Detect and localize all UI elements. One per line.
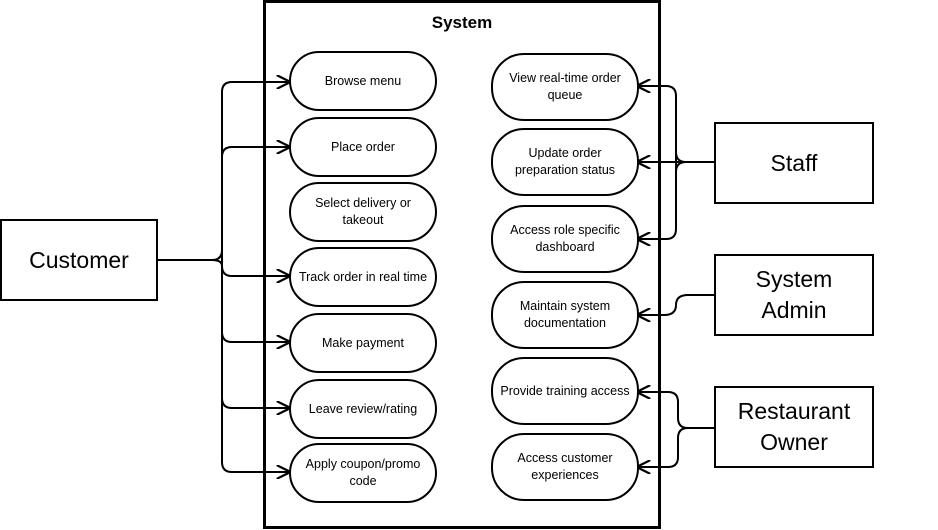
actor-system-admin: System Admin (714, 254, 874, 336)
customer-to-make-payment (221, 331, 289, 342)
actor-restaurant-owner-line1: Restaurant (737, 398, 851, 424)
actor-staff-label: Staff (770, 149, 818, 176)
use-case-customer-experiences: Access customer experiences (491, 433, 639, 501)
use-case-make-payment: Make payment (289, 313, 437, 373)
owner-to-training-access (638, 392, 689, 429)
use-case-browse-menu: Browse menu (289, 51, 437, 111)
customer-to-track-order (211, 259, 289, 276)
use-case-apply-coupon: Apply coupon/promo code (289, 443, 437, 503)
staff-to-view-queue (638, 86, 677, 162)
customer-to-place-order (221, 147, 289, 158)
staff-to-role-dashboard (638, 162, 677, 239)
system-boundary: System (263, 0, 661, 529)
use-case-place-order: Place order (289, 117, 437, 177)
actor-system-admin-line2: Admin (761, 297, 827, 323)
actor-staff: Staff (714, 122, 874, 204)
system-title: System (431, 13, 493, 32)
actor-customer: Customer (0, 219, 158, 301)
use-case-select-delivery: Select delivery or takeout (289, 182, 437, 242)
customer-to-apply-coupon (221, 461, 289, 472)
actor-customer-label: Customer (29, 246, 129, 273)
use-case-track-order: Track order in real time (289, 247, 437, 307)
owner-to-customer-experiences (638, 427, 689, 467)
use-case-role-dashboard: Access role specific dashboard (491, 205, 639, 273)
actor-restaurant-owner-line2: Owner (760, 429, 828, 455)
customer-to-browse-menu (211, 82, 289, 261)
use-case-leave-review: Leave review/rating (289, 379, 437, 439)
use-case-view-order-queue: View real-time order queue (491, 53, 639, 121)
actor-restaurant-owner: Restaurant Owner (714, 386, 874, 468)
admin-to-maintain-docs (638, 294, 715, 315)
use-case-training-access: Provide training access (491, 357, 639, 425)
actor-system-admin-line1: System (755, 266, 833, 292)
customer-to-leave-review (221, 397, 289, 408)
use-case-maintain-documentation: Maintain system documentation (491, 281, 639, 349)
use-case-update-preparation-status: Update order preparation status (491, 128, 639, 196)
